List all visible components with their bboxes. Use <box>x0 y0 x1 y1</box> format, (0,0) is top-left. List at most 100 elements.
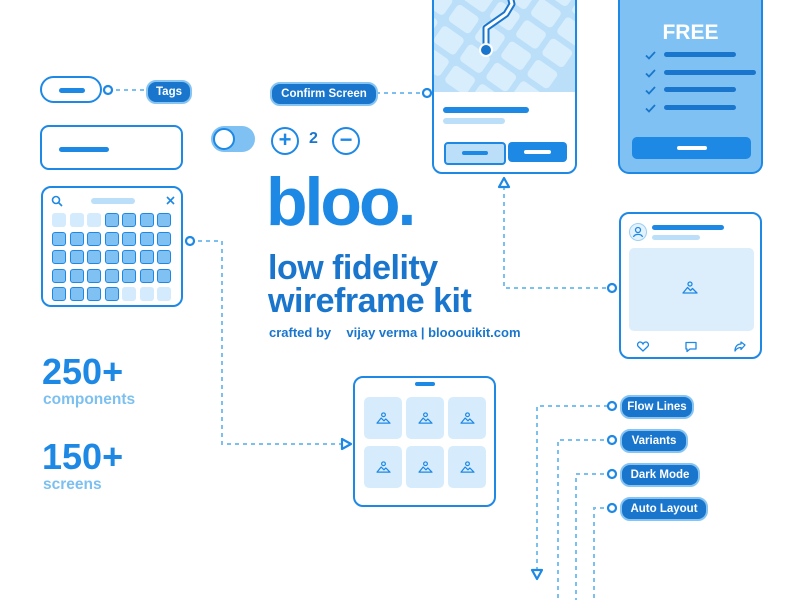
gallery-tile[interactable] <box>406 397 444 439</box>
check-icon <box>645 103 656 113</box>
image-icon <box>459 411 475 424</box>
arrow-down-icon <box>530 568 544 581</box>
calendar-day[interactable] <box>104 213 119 227</box>
gallery-tile[interactable] <box>364 446 402 488</box>
calendar-title-bar <box>91 198 135 204</box>
calendar-day[interactable] <box>104 268 119 283</box>
credit-prefix: crafted by <box>269 325 332 340</box>
quantity-stepper: + 2 − <box>271 125 363 155</box>
pricing-feature-bar <box>664 69 756 75</box>
post-image-placeholder <box>629 248 754 331</box>
image-gallery-card <box>353 376 496 507</box>
calendar-day[interactable] <box>139 231 154 246</box>
calendar-day[interactable] <box>87 268 101 283</box>
calendar-day[interactable] <box>52 268 66 283</box>
calendar-day[interactable] <box>87 213 101 227</box>
avatar <box>629 223 647 241</box>
pricing-cta-button[interactable] <box>632 137 751 159</box>
check-icon <box>645 51 656 60</box>
calendar-day[interactable] <box>104 231 119 246</box>
components-label: components <box>43 391 136 408</box>
brand-logo: bloo. <box>266 164 416 240</box>
cta-button-bar <box>677 146 707 150</box>
calendar-day[interactable] <box>69 231 84 246</box>
pricing-title: FREE <box>662 21 719 44</box>
calendar-day[interactable] <box>157 231 171 246</box>
comment-icon[interactable] <box>685 341 697 353</box>
social-post-card <box>619 212 762 359</box>
heart-icon[interactable] <box>637 341 649 352</box>
variants-tag[interactable]: Variants <box>620 429 688 453</box>
image-icon <box>417 460 433 473</box>
calendar-day[interactable] <box>122 287 136 301</box>
calendar-day[interactable] <box>104 287 119 301</box>
text-input[interactable] <box>40 125 183 170</box>
calendar-day[interactable] <box>52 213 66 227</box>
calendar-day[interactable] <box>139 250 154 264</box>
calendar-day[interactable] <box>69 250 84 264</box>
calendar-day[interactable] <box>69 287 84 301</box>
calendar-day[interactable] <box>139 268 154 283</box>
calendar-day[interactable] <box>157 213 171 227</box>
toggle-knob <box>213 128 235 150</box>
dark-mode-tag[interactable]: Dark Mode <box>620 463 700 487</box>
calendar-day[interactable] <box>52 287 66 301</box>
calendar-day[interactable] <box>87 231 101 246</box>
gallery-tile[interactable] <box>406 446 444 488</box>
gallery-tile[interactable] <box>448 446 486 488</box>
search-icon[interactable] <box>51 195 63 207</box>
tags-label[interactable]: Tags <box>146 80 192 104</box>
calendar-day[interactable] <box>122 250 136 264</box>
image-icon <box>459 460 475 473</box>
plus-button[interactable]: + <box>271 127 299 155</box>
secondary-button-bar <box>462 151 488 155</box>
pricing-feature-bar <box>664 87 736 92</box>
post-meta-bar <box>652 235 700 240</box>
calendar-day[interactable] <box>87 250 101 264</box>
calendar-day[interactable] <box>157 250 171 264</box>
calendar-day[interactable] <box>69 213 84 227</box>
calendar-day[interactable] <box>122 231 136 246</box>
tag-component[interactable] <box>40 76 102 103</box>
calendar-day[interactable] <box>52 250 66 264</box>
gallery-tile[interactable] <box>448 397 486 439</box>
calendar-day[interactable] <box>157 268 171 283</box>
map-info-subbar <box>443 118 505 124</box>
gallery-tile[interactable] <box>364 397 402 439</box>
calendar-day[interactable] <box>122 268 136 283</box>
calendar-day[interactable] <box>157 287 171 301</box>
screens-label: screens <box>43 476 102 493</box>
map-pin-icon <box>479 43 493 57</box>
pricing-feature-bar <box>664 104 736 110</box>
gallery-handle <box>415 382 435 386</box>
auto-layout-tag[interactable]: Auto Layout <box>620 497 708 521</box>
map-screen <box>432 0 577 174</box>
image-icon <box>417 411 433 424</box>
calendar-day[interactable] <box>139 213 154 227</box>
calendar-day[interactable] <box>104 250 119 264</box>
toggle-switch[interactable] <box>211 126 255 152</box>
primary-button[interactable] <box>508 142 567 162</box>
secondary-button[interactable] <box>444 142 506 165</box>
confirm-screen-label[interactable]: Confirm Screen <box>270 82 378 106</box>
arrow-right-icon <box>340 437 353 451</box>
calendar-day[interactable] <box>87 287 101 301</box>
close-icon[interactable] <box>166 196 175 205</box>
headline-line-2: wireframe kit <box>268 282 472 320</box>
image-icon <box>375 460 391 473</box>
calendar-day[interactable] <box>122 213 136 227</box>
check-icon <box>645 68 656 78</box>
pricing-feature-bar <box>664 52 736 57</box>
calendar-widget <box>41 186 183 307</box>
calendar-day[interactable] <box>139 287 154 301</box>
share-icon[interactable] <box>734 341 746 352</box>
headline-line-1: low fidelity <box>268 249 438 287</box>
flow-lines-tag[interactable]: Flow Lines <box>620 395 694 419</box>
minus-button[interactable]: − <box>332 127 360 155</box>
image-icon <box>682 281 698 294</box>
image-icon <box>375 411 391 424</box>
calendar-day[interactable] <box>52 231 66 246</box>
credit-author: vijay verma | blooouikit.com <box>346 325 521 340</box>
calendar-day[interactable] <box>69 268 84 283</box>
screens-count: 150+ <box>42 436 124 477</box>
